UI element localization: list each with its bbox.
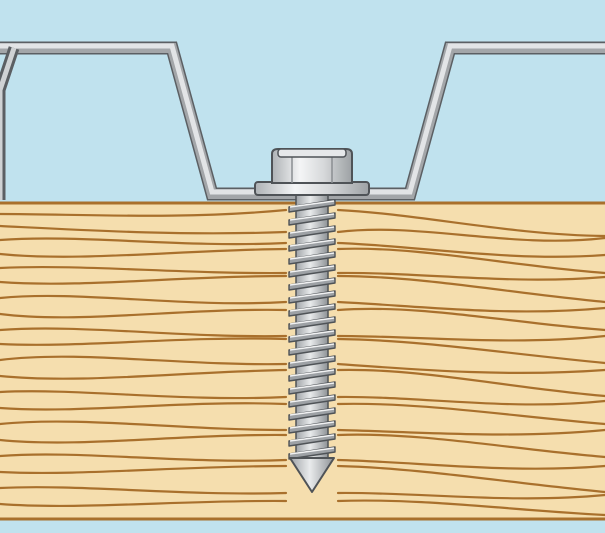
wood-grain-line bbox=[0, 355, 288, 366]
wood-grain-line bbox=[336, 334, 605, 342]
wood-grain-line bbox=[336, 464, 605, 494]
bottom-strip bbox=[0, 521, 605, 533]
screw-thread-highlight bbox=[289, 447, 335, 455]
wood-grain-line bbox=[0, 237, 288, 246]
wood-grain-line bbox=[0, 390, 288, 400]
wood-grain-line bbox=[0, 368, 288, 380]
screw-threads bbox=[288, 199, 336, 460]
wood-grain-line bbox=[0, 420, 288, 432]
wood-grain-line bbox=[0, 294, 288, 305]
screw-thread-highlight bbox=[289, 213, 335, 221]
screw-tip bbox=[289, 457, 335, 493]
wood-grain-line bbox=[336, 491, 605, 500]
wood-grain-line bbox=[336, 241, 605, 258]
wood-grain-line bbox=[0, 247, 288, 258]
screw-thread-highlight bbox=[289, 304, 335, 312]
wood-grain-line bbox=[0, 433, 288, 444]
wood-grain-line bbox=[0, 327, 288, 338]
wood-grain-line bbox=[336, 458, 605, 470]
screw-thread-highlight bbox=[289, 330, 335, 338]
screw-thread-highlight bbox=[289, 265, 335, 273]
screw-thread-highlight bbox=[289, 252, 335, 260]
wood-grain-line bbox=[336, 362, 605, 375]
wood-grain-line bbox=[336, 274, 605, 304]
wood-grain-line bbox=[0, 486, 288, 495]
screw-thread-highlight bbox=[289, 369, 335, 377]
wood-grain-line bbox=[336, 247, 605, 275]
wood-grain-line bbox=[336, 433, 605, 459]
metal-panel-left-lip-face bbox=[0, 47, 17, 200]
wood-grain-line bbox=[336, 428, 605, 436]
screw-thread-highlight bbox=[289, 317, 335, 325]
screw-thread-highlight bbox=[289, 226, 335, 234]
wood-grain-lines bbox=[0, 208, 605, 517]
screw-thread-highlight bbox=[289, 434, 335, 442]
screw-thread-highlight bbox=[289, 200, 335, 208]
hex-washer-head-screw bbox=[254, 148, 370, 493]
wood-grain-line bbox=[0, 402, 288, 411]
wood-grain-line bbox=[0, 208, 288, 217]
wood-grain-line bbox=[336, 402, 605, 426]
wood-grain-line bbox=[336, 499, 605, 517]
screw-thread-highlight bbox=[289, 408, 335, 416]
wood-grain-line bbox=[336, 368, 605, 398]
wood-grain-line bbox=[0, 224, 288, 235]
wood-grain-line bbox=[336, 307, 605, 332]
screw-thread-highlight bbox=[289, 356, 335, 364]
screw-thread-highlight bbox=[289, 278, 335, 286]
screw-thread-highlight bbox=[289, 239, 335, 247]
wood-grain-line bbox=[0, 265, 288, 275]
wood-grain-line bbox=[0, 274, 288, 285]
wood-grain-line bbox=[336, 208, 605, 238]
screw-thread-highlight bbox=[289, 343, 335, 351]
wood-grain-line bbox=[0, 499, 288, 508]
wood-grain-line bbox=[0, 308, 288, 319]
wood-grain-line bbox=[336, 228, 605, 242]
screw-thread-highlight bbox=[289, 421, 335, 429]
screw-thread-highlight bbox=[289, 291, 335, 299]
wood-grain-line bbox=[336, 395, 605, 406]
metal-panel-face bbox=[0, 43, 605, 195]
wood-grain-line bbox=[0, 453, 288, 462]
screw-thread-highlight bbox=[289, 382, 335, 390]
wood-grain-line bbox=[336, 271, 605, 281]
wood-grain-line bbox=[336, 300, 605, 313]
metal-roof-panel bbox=[0, 41, 605, 201]
hex-head-top-cap bbox=[277, 148, 347, 158]
screw-thread-highlight bbox=[289, 395, 335, 403]
wood-grain-line bbox=[0, 464, 288, 475]
wood-grain-line bbox=[0, 337, 288, 346]
wood-grain-line bbox=[336, 337, 605, 365]
